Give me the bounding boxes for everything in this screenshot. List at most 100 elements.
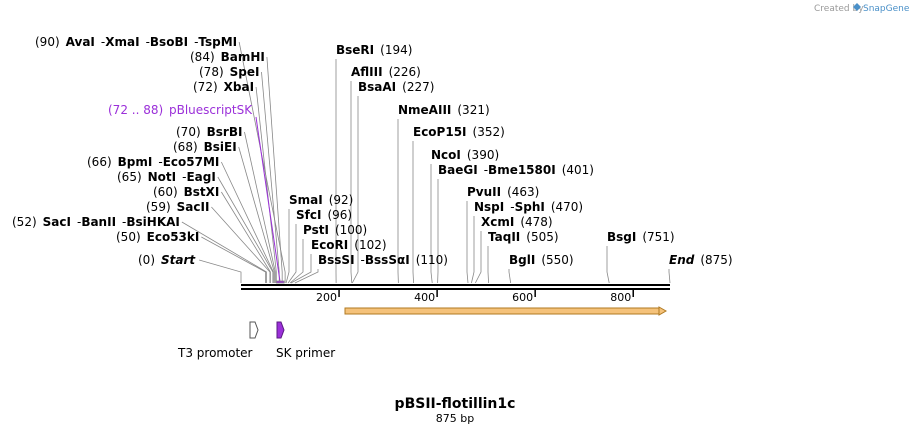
primer-binding-name: pBluescriptSK [169,103,253,117]
site-position: (505) [526,230,558,244]
site-separator: - [77,215,81,229]
site-position: (66) [87,155,112,169]
enzyme-name: BsgI [607,230,636,244]
lead-line [287,224,297,284]
feature-t3-promoter[interactable] [249,321,259,339]
site-position: (226) [389,65,421,79]
site-bsaai[interactable]: BsaAI(227) [358,80,434,94]
lead-line [217,176,274,283]
sequence-length: 875 bp [436,412,474,425]
enzyme-name: AvaI [66,35,95,49]
site-position: (194) [380,43,412,57]
feature-sk-primer[interactable] [276,321,285,339]
site-bpmi-eco57mi[interactable]: (66)BpmI - Eco57MI [87,155,219,169]
site-noti-eagi[interactable]: (65) NotI - EagI [117,170,216,184]
feature-label-t3-promoter: T3 promoter [177,346,253,360]
enzyme-name: XbaI [224,80,254,94]
lead-line [466,201,469,284]
enzyme-name: BseRI [336,43,374,57]
site-bsrbi[interactable]: (70)BsrBI [176,125,242,139]
enzyme-name: NspI [474,200,504,214]
lead-line [221,161,274,283]
site-avai-xmai-bsobi-tspmi[interactable]: (90)AvaI - XmaI - BsoBI - TspMI [35,35,237,49]
lead-line [201,236,266,283]
site-sfci[interactable]: SfcI(96) [296,208,352,222]
site-afliii[interactable]: AflIII(226) [351,65,421,79]
ruler-tick-label: 800 [610,291,631,304]
enzyme-name: EcoRI [311,238,348,252]
lead-line [199,259,242,283]
site-nspi-sphi[interactable]: NspI - SphI(470) [474,200,583,214]
site-separator: - [182,170,186,184]
enzyme-name: TaqII [488,230,520,244]
site-start[interactable]: (0)Start [138,253,196,267]
site-bsssi-bsssi[interactable]: BssSI - BssSαI(110) [318,253,448,267]
site-sacii[interactable]: (59)SacII [146,200,209,214]
enzyme-name: XmaI [105,35,139,49]
site-position: (65) [117,170,142,184]
site-bamhi[interactable]: (84)BamHI [190,50,265,64]
site-position: (550) [541,253,573,267]
site-bseri[interactable]: BseRI (194) [336,43,412,57]
site-separator: - [122,215,126,229]
site-baegi-bme1580i[interactable]: BaeGI - Bme1580I(401) [438,163,594,177]
site-end[interactable]: End(875) [669,253,733,267]
lead-line [238,41,286,283]
site-position: (92) [329,193,354,207]
site-saci-banii-bsihkai[interactable]: (52)SacI - BanII - BsiHKAI [12,215,180,229]
enzyme-name: End [669,253,695,267]
lead-line [238,146,275,283]
lead-line [475,231,482,284]
site-bgli[interactable]: BglI(550) [509,253,574,267]
site-bsgi[interactable]: BsgI(751) [607,230,675,244]
site-bsiei[interactable]: (68)BsiEI [173,140,237,154]
site-smai[interactable]: SmaI (92) [289,193,353,207]
primer-binding-label[interactable]: (72 .. 88) pBluescriptSK [108,103,253,117]
lead-line [255,86,277,283]
lead-line [244,131,276,283]
site-position: (227) [402,80,434,94]
lead-line [290,254,312,284]
backbone [241,284,670,290]
site-separator: - [146,35,150,49]
site-position: (68) [173,140,198,154]
primer-binding-mark [275,280,285,284]
site-taqii[interactable]: TaqII (505) [488,230,559,244]
enzyme-name: BpmI [118,155,153,169]
site-ecori[interactable]: EcoRI(102) [311,238,387,252]
enzyme-name: BamHI [221,50,265,64]
brand-name: SnapGene [863,4,910,14]
lead-line [221,191,271,283]
site-bstxi[interactable]: (60)BstXI [153,185,219,199]
primer-binding-lead [255,116,281,284]
site-eco53ki[interactable]: (50)Eco53kI [116,230,199,244]
site-xcmi[interactable]: XcmI(478) [481,215,553,229]
enzyme-name: BsoBI [150,35,188,49]
enzyme-name: SpeI [230,65,260,79]
orf-arrow[interactable] [344,306,668,316]
enzyme-name: EagI [186,170,215,184]
credit-text: Created by [814,4,864,14]
site-separator: - [101,35,105,49]
primer-binding-range: (72 .. 88) [108,103,163,117]
site-position: (463) [507,185,539,199]
enzyme-name: BanII [81,215,116,229]
site-spei[interactable]: (78)SpeI [199,65,259,79]
enzyme-name: BstXI [184,185,220,199]
site-position: (59) [146,200,171,214]
site-separator: - [510,200,514,214]
site-pvuii[interactable]: PvuII(463) [467,185,539,199]
site-ncoi[interactable]: NcoI(390) [431,148,499,162]
enzyme-name: EcoP15I [413,125,467,139]
lead-line [289,239,304,284]
lead-line [294,269,319,284]
sequence-title: pBSII-flotillin1c [395,396,516,412]
site-ecop15i[interactable]: EcoP15I(352) [413,125,505,139]
enzyme-name: SmaI [289,193,323,207]
site-psti[interactable]: PstI(100) [303,223,367,237]
enzyme-name: NotI [148,170,177,184]
site-xbai[interactable]: (72)XbaI [193,80,254,94]
site-nmeaiii[interactable]: NmeAIII(321) [398,103,490,117]
enzyme-name: Eco57MI [163,155,220,169]
